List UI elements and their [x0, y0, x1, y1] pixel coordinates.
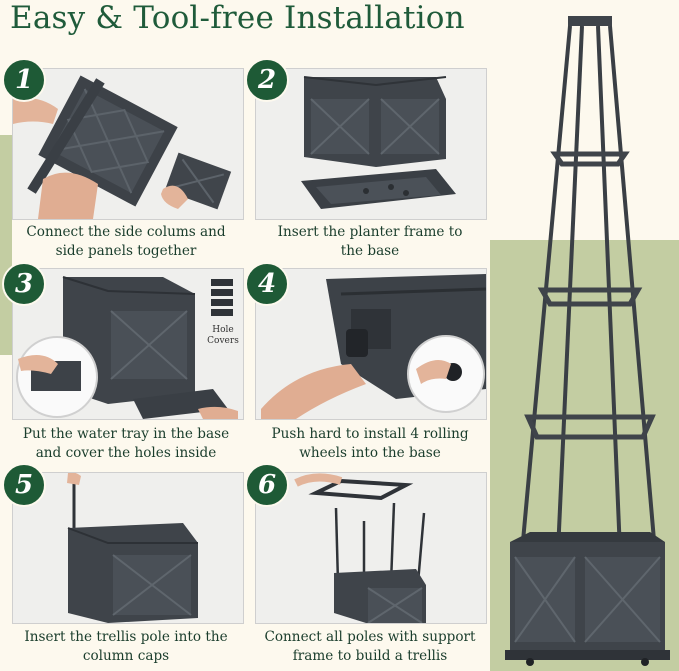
step-2-caption: Insert the planter frame to the base [250, 223, 490, 261]
step-3-caption-line2: and cover the holes inside [35, 445, 217, 461]
step-4-badge: 4 [245, 262, 289, 306]
hole-covers-label-line1: Hole [212, 325, 234, 335]
step-3-caption: Put the water tray in the base and cover… [6, 425, 246, 463]
step-6-badge: 6 [245, 463, 289, 507]
step-1-caption-line1: Connect the side colums and [26, 224, 226, 240]
step-2-caption-line2: the base [340, 243, 400, 259]
step-4-caption-line2: wheels into the base [299, 445, 441, 461]
step-1-caption: Connect the side colums and side panels … [6, 223, 246, 261]
step-6-caption-line1: Connect all poles with support [264, 629, 476, 645]
step-1-badge: 1 [2, 58, 46, 102]
step-4-caption: Push hard to install 4 rolling wheels in… [250, 425, 490, 463]
step-4-caption-line1: Push hard to install 4 rolling [271, 426, 469, 442]
assembled-trellis-planter [500, 12, 675, 667]
step-3-image [12, 268, 244, 420]
step-4-image [255, 268, 487, 420]
step-2-image [255, 68, 487, 220]
step-5-image [12, 472, 244, 624]
step-6-image [255, 472, 487, 624]
hole-covers-label-line2: Covers [207, 336, 239, 346]
step-3-caption-line1: Put the water tray in the base [22, 426, 230, 442]
step-5-caption-line1: Insert the trellis pole into the [24, 629, 228, 645]
step-2-caption-line1: Insert the planter frame to [277, 224, 463, 240]
step-1-image [12, 68, 244, 220]
step-3-badge: 3 [2, 262, 46, 306]
step-1-caption-line2: side panels together [55, 243, 197, 259]
step-5-caption: Insert the trellis pole into the column … [6, 628, 246, 666]
hole-covers-label: Hole Covers [203, 325, 243, 347]
step-6-caption: Connect all poles with support frame to … [250, 628, 490, 666]
step-6-caption-line2: frame to build a trellis [292, 648, 448, 664]
step-5-caption-line2: column caps [82, 648, 170, 664]
page-title: Easy & Tool-free Installation [10, 0, 465, 36]
step-2-badge: 2 [245, 58, 289, 102]
step-5-badge: 5 [2, 463, 46, 507]
